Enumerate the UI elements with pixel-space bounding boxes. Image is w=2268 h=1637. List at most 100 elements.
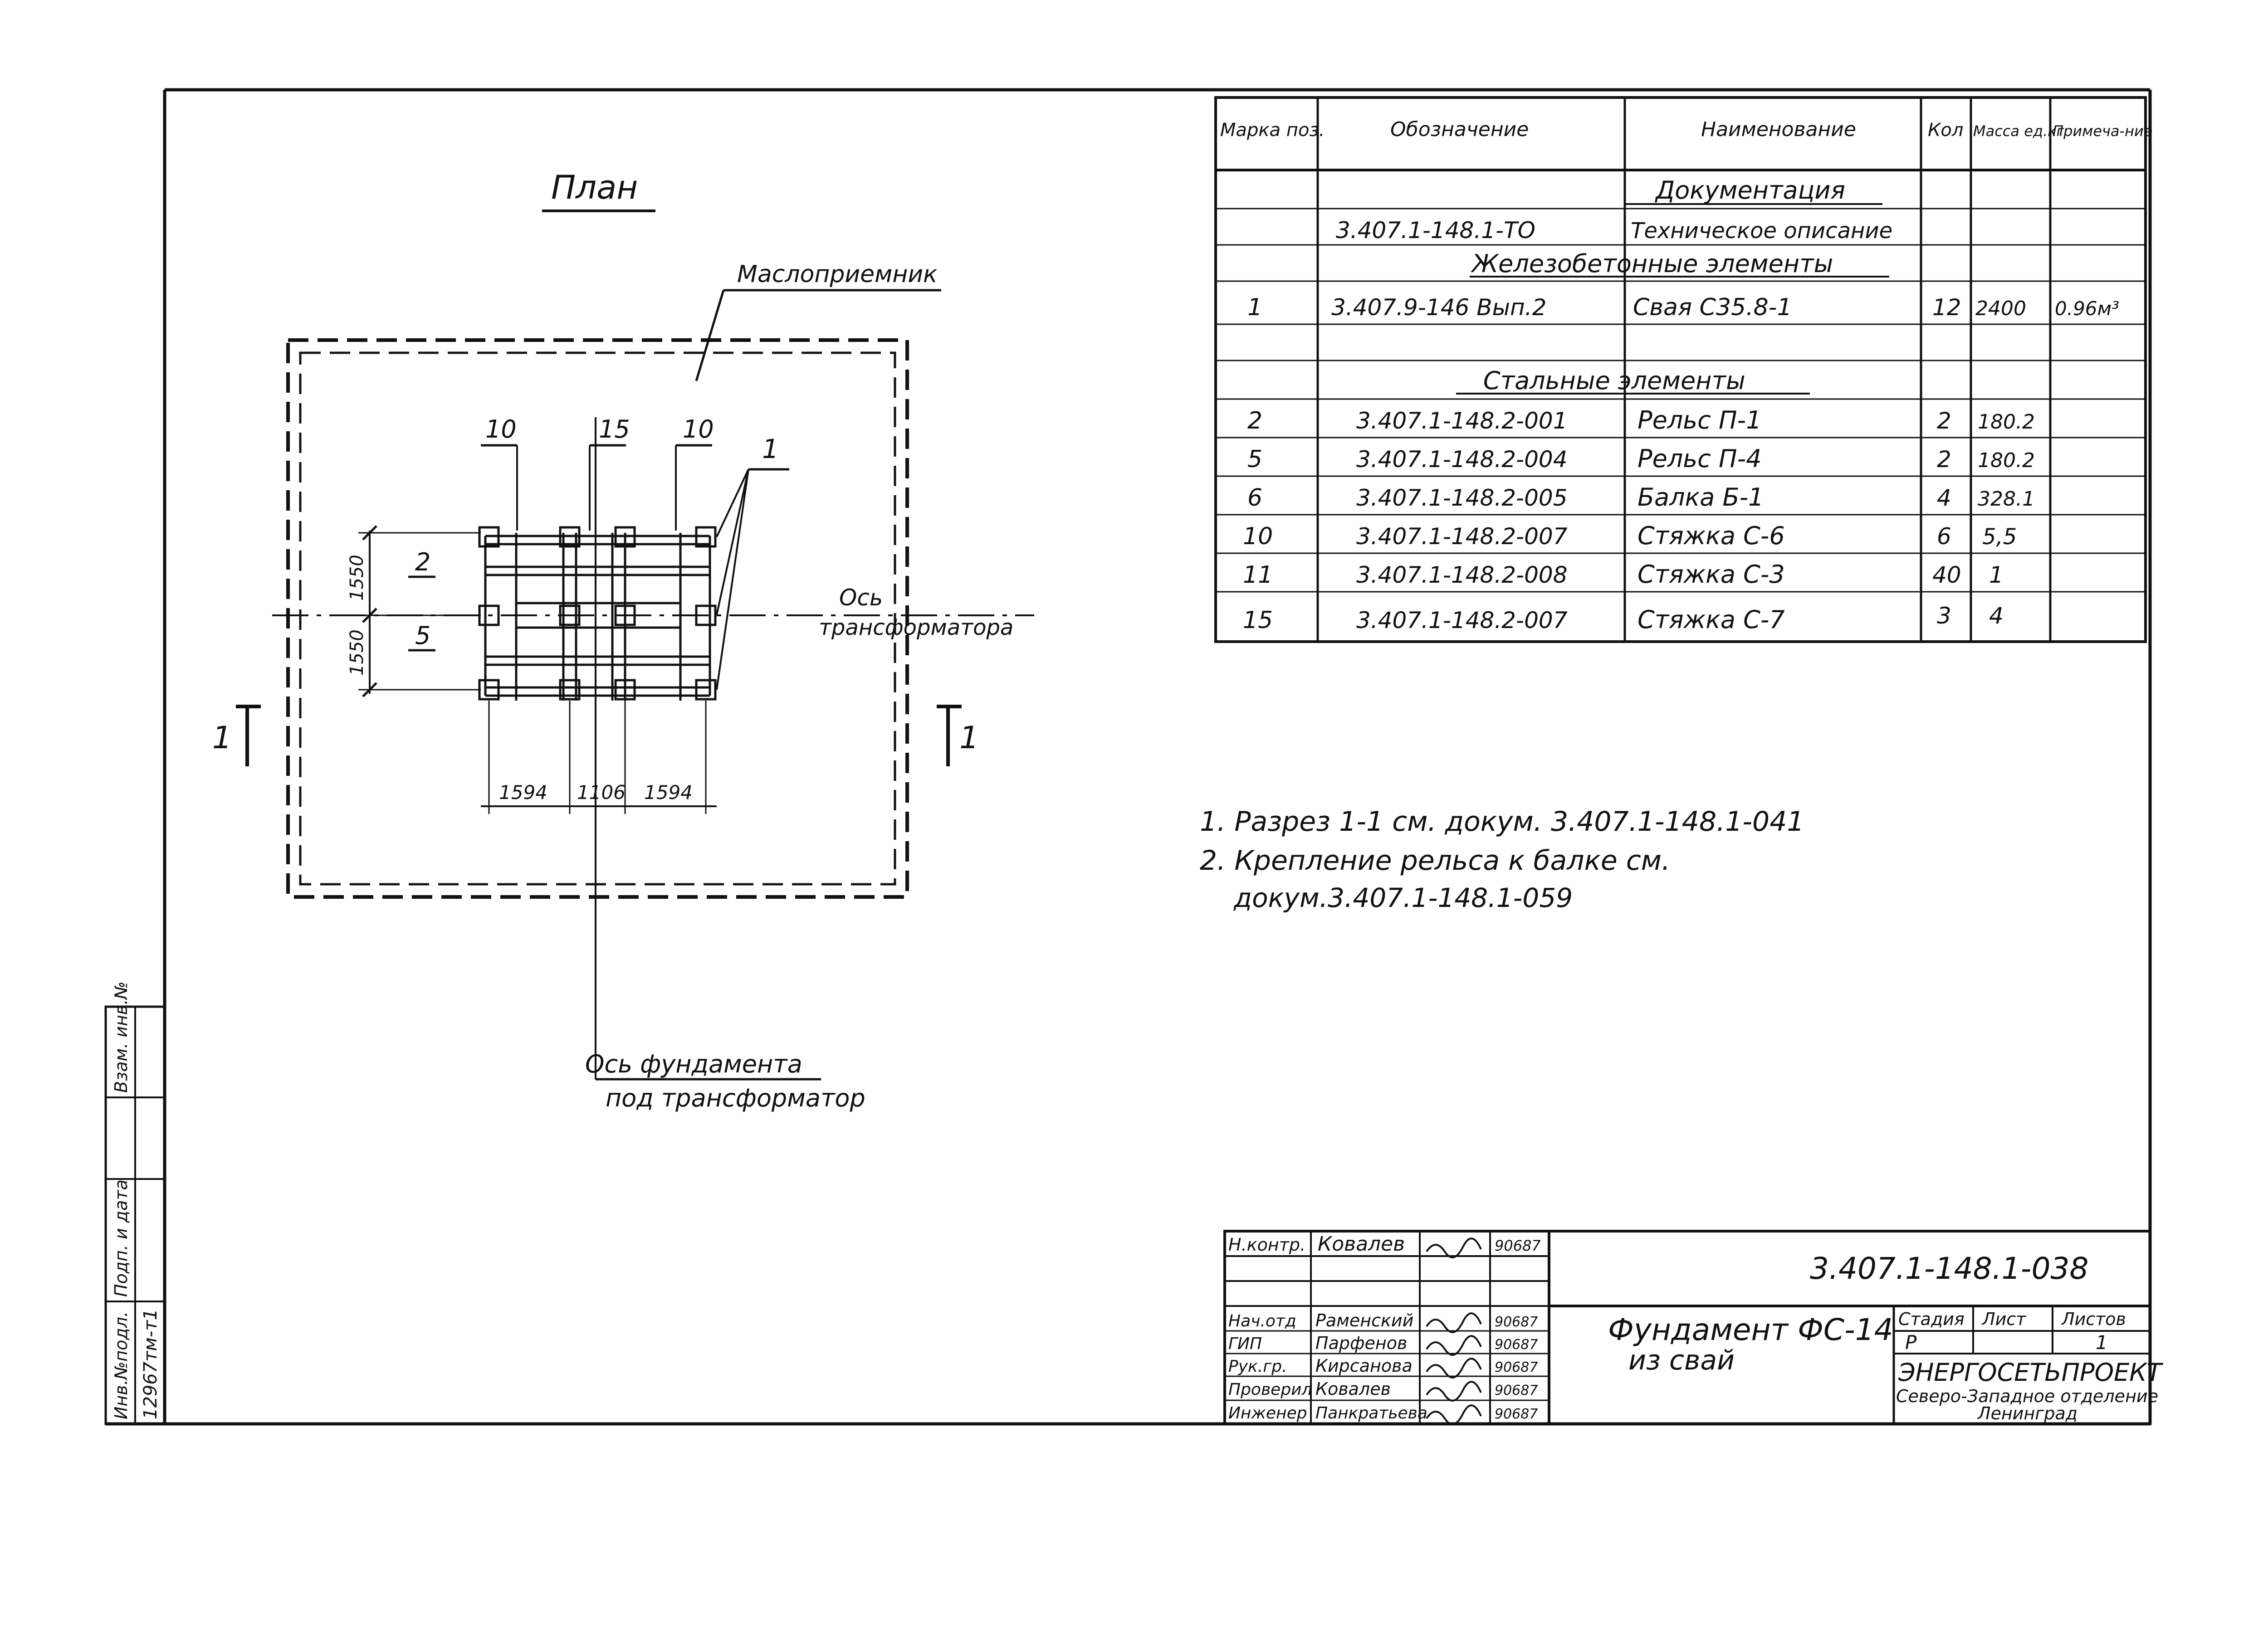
dim-1550-bottom: 1550 bbox=[347, 629, 367, 676]
stage-label: Стадия bbox=[1898, 1309, 1965, 1329]
cell-qty: 6 bbox=[1937, 523, 1951, 550]
foundation-axis-label-2: под трансформатор bbox=[606, 1084, 865, 1112]
cell-designation: 3.407.1-148.2-005 bbox=[1356, 485, 1568, 511]
signatory-date: 90687 bbox=[1495, 1359, 1538, 1375]
table-row: 6 3.407.1-148.2-005 Балка Б-1 4 328.1 bbox=[1247, 483, 2035, 512]
signatory-role: Н.контр. bbox=[1228, 1235, 1305, 1255]
section-steel: Стальные элементы bbox=[1483, 366, 1745, 395]
section-mark-left: 1 bbox=[212, 705, 261, 766]
cell-mass: 328.1 bbox=[1978, 487, 2035, 511]
signatory-name: Раменский bbox=[1315, 1311, 1413, 1330]
pile bbox=[614, 604, 636, 626]
cell-pos: 15 bbox=[1243, 607, 1273, 634]
cell-name: Балка Б-1 bbox=[1637, 483, 1764, 512]
signature-scribble bbox=[1426, 1335, 1482, 1356]
cell-designation: 3.407.1-148.2-004 bbox=[1356, 446, 1568, 473]
signature-scribble bbox=[1426, 1404, 1482, 1425]
transformer-axis-label-2: трансформатора bbox=[819, 615, 1013, 640]
note-2: 2. Крепление рельса к балке см. bbox=[1200, 845, 1670, 877]
header-mass: Масса ед.кг bbox=[1973, 122, 2064, 140]
general-notes: 1. Разрез 1-1 см. докум. 3.407.1-148.1-0… bbox=[1200, 806, 1804, 913]
dim-1106: 1106 bbox=[577, 781, 626, 804]
signatory-name: Ковалев bbox=[1315, 1379, 1391, 1399]
sheet-frame bbox=[106, 88, 2152, 1426]
signatory-date: 90687 bbox=[1495, 1406, 1538, 1422]
cell-qty: 3 bbox=[1937, 603, 1951, 629]
table-row: 1 3.407.9-146 Вып.2 Свая С35.8-1 12 2400… bbox=[1247, 294, 2119, 321]
cell-name: Стяжка С-3 bbox=[1637, 560, 1785, 589]
cell-designation: 3.407.1-148.2-008 bbox=[1356, 562, 1568, 588]
signatory-role: Проверил bbox=[1228, 1380, 1312, 1399]
signature-scribble bbox=[1426, 1381, 1482, 1402]
stage-value: Р bbox=[1905, 1331, 1917, 1354]
cell-pos: 11 bbox=[1243, 561, 1273, 589]
pile bbox=[695, 526, 717, 548]
note-2-continued: докум.3.407.1-148.1-059 bbox=[1233, 882, 1573, 913]
plan-title: План bbox=[551, 168, 638, 206]
dim-1550-top: 1550 bbox=[347, 555, 367, 601]
signatory-row: Рук.гр. Кирсанова 90687 bbox=[1228, 1356, 1538, 1379]
callout-10-left: 10 bbox=[485, 415, 517, 443]
cell-mass: 4 bbox=[1989, 603, 2004, 629]
signatory-name: Парфенов bbox=[1315, 1333, 1407, 1353]
org-name: ЭНЕРГОСЕТЬПРОЕКТ bbox=[1898, 1358, 2164, 1387]
plan-view: План Маслоприемник Ось трансформатора Ос… bbox=[212, 168, 1034, 1112]
cell-qty: 4 bbox=[1937, 485, 1951, 511]
cell-name: Рельс П-4 bbox=[1637, 444, 1761, 473]
pile bbox=[695, 604, 717, 626]
sheets-label: Листов bbox=[2061, 1309, 2126, 1329]
specification-table: Марка поз. Обозначение Наименование Кол … bbox=[1214, 96, 2152, 643]
cell-pos: 2 bbox=[1247, 407, 1262, 434]
signatory-row: Проверил Ковалев 90687 bbox=[1228, 1379, 1538, 1402]
callout-rail-2: 2 bbox=[415, 548, 430, 576]
header-note: Примеча-ние bbox=[2053, 122, 2152, 140]
cell-name: Стяжка С-7 bbox=[1637, 605, 1785, 634]
dim-1594-left: 1594 bbox=[499, 781, 547, 804]
signatory-name: Кирсанова bbox=[1315, 1356, 1413, 1376]
table-row: 10 3.407.1-148.2-007 Стяжка С-6 6 5,5 bbox=[1243, 521, 2017, 550]
foundation-axis-label-1: Ось фундамента bbox=[585, 1050, 802, 1078]
pile bbox=[478, 526, 500, 548]
cell-designation: 3.407.1-148.2-007 bbox=[1356, 523, 1568, 550]
sheet-label: Лист bbox=[1981, 1309, 2027, 1329]
cell-name: Свая С35.8-1 bbox=[1633, 294, 1792, 321]
cell-mass: 2400 bbox=[1975, 297, 2026, 320]
document-code: 3.407.1-148.1-038 bbox=[1810, 1251, 2088, 1286]
signatory-role: Рук.гр. bbox=[1228, 1357, 1287, 1376]
section-mark-left-label: 1 bbox=[212, 720, 232, 756]
cell-mass: 1 bbox=[1989, 562, 2004, 588]
signatory-date: 90687 bbox=[1495, 1383, 1538, 1398]
section-rc: Железобетонные элементы bbox=[1471, 249, 1833, 278]
cell-designation: 3.407.9-146 Вып.2 bbox=[1331, 294, 1546, 321]
cell-qty: 40 bbox=[1932, 562, 1961, 588]
table-row: 2 3.407.1-148.2-001 Рельс П-1 2 180.2 bbox=[1247, 406, 2035, 434]
steel-members bbox=[484, 533, 711, 701]
pile bbox=[559, 526, 581, 548]
signatory-role: Инженер bbox=[1228, 1404, 1307, 1423]
cell-mass: 5,5 bbox=[1982, 524, 2017, 550]
header-designation: Обозначение bbox=[1390, 118, 1529, 141]
cell-designation: 3.407.1-148.2-007 bbox=[1356, 607, 1568, 633]
table-row: 5 3.407.1-148.2-004 Рельс П-4 2 180.2 bbox=[1247, 444, 2035, 473]
cell-qty: 2 bbox=[1937, 408, 1951, 434]
stamp-label-inventory: Инв.№подл. bbox=[111, 1311, 131, 1419]
signatory-name: Ковалев bbox=[1318, 1233, 1405, 1256]
header-name: Наименование bbox=[1701, 118, 1856, 141]
callout-pile-1: 1 bbox=[762, 434, 779, 464]
cell-mass: 180.2 bbox=[1978, 410, 2035, 434]
cell-pos: 1 bbox=[1247, 294, 1262, 321]
signatory-date: 90687 bbox=[1495, 1314, 1538, 1330]
cell-note: 0.96м³ bbox=[2055, 297, 2119, 320]
cell-mass: 180.2 bbox=[1978, 449, 2035, 472]
signatory-row: Нач.отд Раменский 90687 bbox=[1228, 1311, 1538, 1333]
doc-name: Техническое описание bbox=[1631, 218, 1892, 244]
note-1: 1. Разрез 1-1 см. докум. 3.407.1-148.1-0… bbox=[1200, 806, 1804, 838]
org-branch: Северо-Западное отделение bbox=[1896, 1386, 2158, 1406]
pile bbox=[695, 679, 717, 701]
drawing-title-line1: Фундамент ФС-14 bbox=[1608, 1312, 1893, 1347]
signatory-role: Нач.отд bbox=[1228, 1312, 1296, 1330]
cell-designation: 3.407.1-148.2-001 bbox=[1356, 408, 1568, 434]
cell-pos: 10 bbox=[1243, 523, 1273, 550]
section-mark-right-label: 1 bbox=[959, 720, 979, 756]
